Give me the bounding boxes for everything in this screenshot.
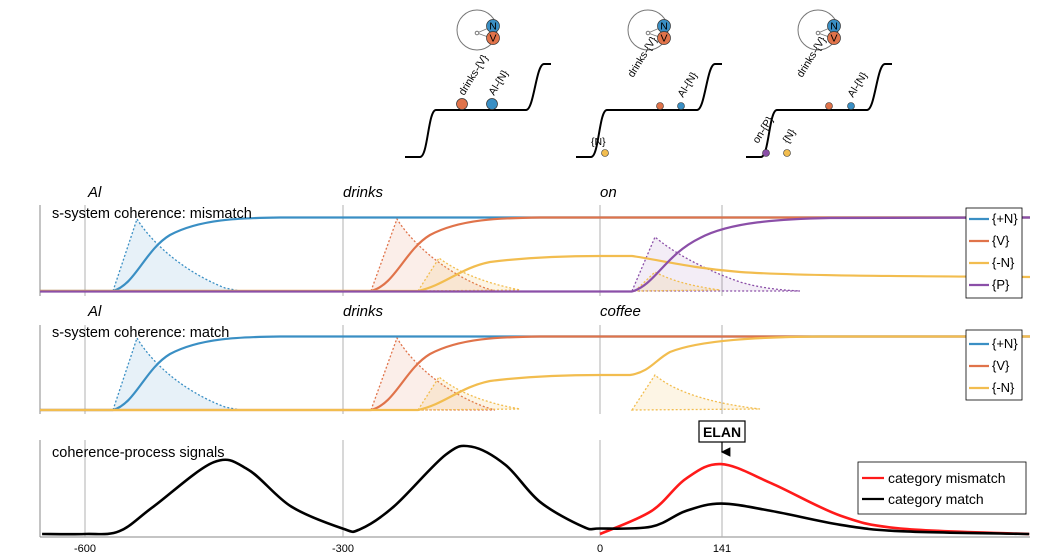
- legend-p: {P}: [992, 277, 1010, 292]
- word-drinks: drinks: [343, 184, 384, 201]
- ball-label-on: on-{P}: [750, 114, 776, 146]
- panel-signals: coherence-process signals ELAN category …: [39, 420, 1030, 555]
- circle-label-n: N: [489, 21, 497, 33]
- potential-curve: [746, 63, 892, 158]
- curve-p: [40, 216, 1031, 293]
- elan-annotation: ELAN: [698, 420, 746, 457]
- series-line-category-match: [42, 444, 1030, 536]
- curve-plus-n: [40, 216, 1030, 293]
- potential-curve: [405, 63, 551, 158]
- ball-on: [762, 149, 770, 157]
- ball-label-n: {N}: [591, 136, 606, 148]
- curve-v: [40, 216, 1030, 293]
- curve-minus-n: [40, 254, 1031, 293]
- state-circle: N V: [797, 9, 841, 51]
- panel-match: s-system coherence: match Al drinks coff…: [39, 303, 1030, 414]
- legend-minus-n: {-N}: [992, 380, 1015, 395]
- ball-label-al: Al-{N}: [845, 70, 870, 100]
- minus-n-peak-fill-a: [416, 376, 521, 411]
- circle-label-n: N: [660, 21, 668, 33]
- word-coffee: coffee: [600, 303, 641, 320]
- circle-label-v: V: [489, 33, 496, 45]
- tick-label: 141: [713, 543, 731, 555]
- ball-al: [677, 102, 685, 110]
- ball-label-al: Al-{N}: [675, 70, 700, 100]
- state-circle: N V: [627, 9, 671, 51]
- panel-title: s-system coherence: mismatch: [52, 206, 252, 222]
- plus-n-peak-fill: [112, 336, 241, 411]
- legend-v: {V}: [992, 233, 1010, 248]
- state-circle: N V: [456, 9, 500, 51]
- ball-drinks: [656, 102, 664, 110]
- minus-n-peak-fill-a: [416, 257, 521, 292]
- elan-label: ELAN: [703, 424, 741, 440]
- circle-label-v: V: [830, 33, 837, 45]
- word-drinks: drinks: [343, 303, 384, 320]
- legend-plus-n: {+N}: [992, 336, 1018, 351]
- ball-label-al: Al-{N}: [486, 68, 511, 98]
- curve-v: [40, 335, 1030, 412]
- legend-category-mismatch: category mismatch: [888, 470, 1005, 486]
- ball-drinks: [825, 102, 833, 110]
- ball-label-n: {N}: [780, 126, 798, 145]
- legend-mismatch: {+N} {V} {-N} {P}: [965, 207, 1023, 299]
- ball-n: [601, 149, 609, 157]
- tick-label: 0: [597, 543, 603, 555]
- minus-n-peak-fill-b: [630, 374, 761, 411]
- ball-n: [783, 149, 791, 157]
- curve-plus-n: [40, 335, 1030, 412]
- word-al: Al: [87, 303, 102, 320]
- signal-lines: [42, 444, 1030, 536]
- legend-match: {+N} {V} {-N}: [965, 329, 1023, 401]
- legend-plus-n: {+N}: [992, 211, 1018, 226]
- ball-drinks: [456, 98, 468, 110]
- legend-signals: category mismatch category match: [857, 461, 1027, 515]
- legend-category-match: category match: [888, 491, 984, 507]
- v-peak-fill: [370, 217, 496, 292]
- circle-label-v: V: [660, 33, 667, 45]
- schematic-2: N V {N} drinks-{V} Al-{N}: [576, 9, 722, 158]
- ball-al: [486, 98, 498, 110]
- potential-curve: [576, 63, 722, 158]
- panel-title: s-system coherence: match: [52, 325, 229, 341]
- v-peak-fill: [370, 336, 496, 411]
- panel-mismatch: s-system coherence: mismatch Al drinks o…: [39, 184, 1031, 299]
- ball-al: [847, 102, 855, 110]
- circle-label-n: N: [830, 21, 838, 33]
- legend-minus-n: {-N}: [992, 255, 1015, 270]
- word-al: Al: [87, 184, 102, 201]
- legend-v: {V}: [992, 358, 1010, 373]
- word-on: on: [600, 184, 617, 201]
- p-peak-fill: [631, 235, 801, 292]
- schematic-1: N V drinks-{V} Al-{N}: [405, 9, 551, 158]
- series-line-category-mismatch: [599, 462, 1030, 536]
- tick-label: -600: [74, 543, 96, 555]
- schematic-3: N V on-{P} {N} drinks-{V} Al-{N}: [746, 9, 892, 158]
- curve-minus-n: [40, 335, 1030, 412]
- plus-n-peak-fill: [112, 217, 241, 292]
- tick-label: -300: [332, 543, 354, 555]
- minus-n-peak-fill-b: [633, 271, 721, 292]
- panel-title: coherence-process signals: [52, 445, 224, 461]
